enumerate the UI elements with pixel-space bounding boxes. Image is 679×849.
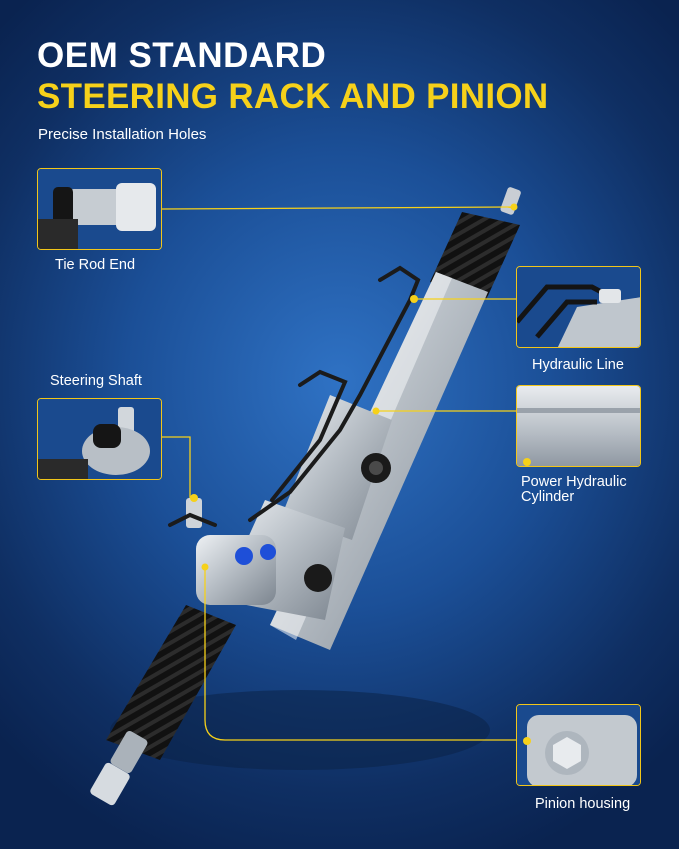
subtitle-installation-holes: Precise Installation Holes <box>38 126 207 143</box>
steering-shaft-thumbnail <box>37 398 162 480</box>
pinion-housing-label: Pinion housing <box>535 796 631 812</box>
upper-tie-rod <box>500 187 521 215</box>
power-cylinder-thumbnail <box>516 385 641 467</box>
hydraulic-line-thumbnail <box>516 266 641 348</box>
tie-rod-end-label: Tie Rod End <box>55 257 136 273</box>
hydraulic-line-label: Hydraulic Line <box>532 357 624 373</box>
headline-steering-rack: STEERING RACK AND PINION <box>37 77 549 116</box>
power-cylinder-label: Power Hydraulic Cylinder <box>521 474 627 506</box>
callout-leaders <box>161 206 516 741</box>
blue-cap-2 <box>260 544 276 560</box>
blue-cap-1 <box>235 547 253 565</box>
lower-bushing <box>304 564 332 592</box>
valve-body <box>196 535 276 605</box>
leader-pinion <box>204 567 516 741</box>
pinion-housing-thumbnail <box>516 704 641 786</box>
leader-shaft <box>162 436 191 498</box>
hydraulic-lines <box>168 265 421 527</box>
headline-oem-standard: OEM STANDARD <box>37 36 327 75</box>
lower-tie-rod <box>90 731 148 806</box>
steering-shaft-part <box>186 494 202 528</box>
lower-boot <box>106 605 236 760</box>
cylinder-housing <box>282 395 392 540</box>
upper-boot <box>430 212 520 300</box>
leader-tie-rod <box>161 206 515 210</box>
tie-rod-end-thumbnail <box>37 168 162 250</box>
steering-shaft-label: Steering Shaft <box>50 373 142 389</box>
